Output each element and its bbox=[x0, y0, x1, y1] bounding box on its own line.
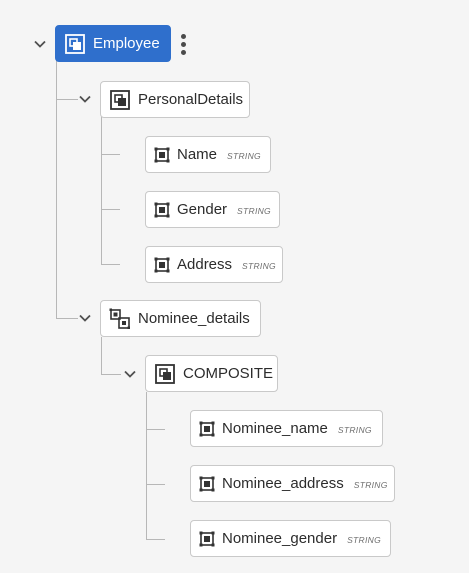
more-options-icon[interactable] bbox=[179, 34, 187, 58]
tree-connector bbox=[101, 264, 120, 265]
tree-connector bbox=[146, 392, 147, 539]
node-label: Nominee_name bbox=[222, 420, 328, 437]
tree-node-nominee-gender[interactable]: Nominee_gender STRING bbox=[190, 520, 391, 557]
tree-connector bbox=[146, 429, 165, 430]
node-type-badge: STRING bbox=[337, 424, 372, 435]
field-icon bbox=[199, 531, 215, 547]
node-label: Nominee_gender bbox=[222, 530, 338, 547]
tree-node-nominee-name[interactable]: Nominee_name STRING bbox=[190, 410, 383, 447]
node-label: Nominee_details bbox=[138, 310, 250, 327]
tree-connector bbox=[101, 337, 102, 374]
node-type-badge: STRING bbox=[242, 260, 276, 271]
node-label: Nominee_address bbox=[222, 475, 344, 492]
node-label: Address bbox=[177, 256, 233, 273]
tree-connector bbox=[101, 209, 120, 210]
tree-connector bbox=[56, 99, 78, 100]
node-type-badge: STRING bbox=[353, 479, 388, 490]
object-icon bbox=[109, 89, 131, 111]
tree-connector bbox=[56, 60, 57, 318]
node-label: Name bbox=[177, 146, 218, 163]
node-type-badge: STRING bbox=[227, 150, 261, 161]
field-icon bbox=[199, 421, 215, 437]
field-icon bbox=[199, 476, 215, 492]
collapse-employee-chevron-icon[interactable] bbox=[33, 37, 47, 51]
tree-node-nominee-address[interactable]: Nominee_address STRING bbox=[190, 465, 395, 502]
node-label: Employee bbox=[93, 35, 160, 52]
tree-node-name[interactable]: Name STRING bbox=[145, 136, 271, 173]
tree-node-employee[interactable]: Employee bbox=[55, 25, 171, 62]
tree-connector bbox=[101, 154, 120, 155]
field-icon bbox=[154, 147, 170, 163]
tree-connector bbox=[56, 318, 78, 319]
tree-connector bbox=[146, 539, 165, 540]
tree-connector bbox=[101, 117, 102, 264]
collapse-personaldetails-chevron-icon[interactable] bbox=[78, 92, 92, 106]
array-icon bbox=[109, 308, 131, 330]
object-icon bbox=[64, 33, 86, 55]
field-icon bbox=[154, 257, 170, 273]
node-type-badge: STRING bbox=[347, 534, 381, 545]
collapse-nominee-details-chevron-icon[interactable] bbox=[78, 311, 92, 325]
tree-connector bbox=[146, 484, 165, 485]
object-icon bbox=[154, 363, 176, 385]
node-label: PersonalDetails bbox=[138, 91, 244, 108]
tree-connector bbox=[101, 374, 121, 375]
node-type-badge: STRING bbox=[237, 205, 271, 216]
tree-node-gender[interactable]: Gender STRING bbox=[145, 191, 280, 228]
tree-node-nominee-details[interactable]: Nominee_details bbox=[100, 300, 261, 337]
tree-node-address[interactable]: Address STRING bbox=[145, 246, 283, 283]
tree-node-composite[interactable]: COMPOSITE bbox=[145, 355, 278, 392]
node-label: COMPOSITE bbox=[183, 365, 274, 382]
field-icon bbox=[154, 202, 170, 218]
collapse-composite-chevron-icon[interactable] bbox=[123, 367, 137, 381]
tree-node-personaldetails[interactable]: PersonalDetails bbox=[100, 81, 250, 118]
node-label: Gender bbox=[177, 201, 228, 218]
